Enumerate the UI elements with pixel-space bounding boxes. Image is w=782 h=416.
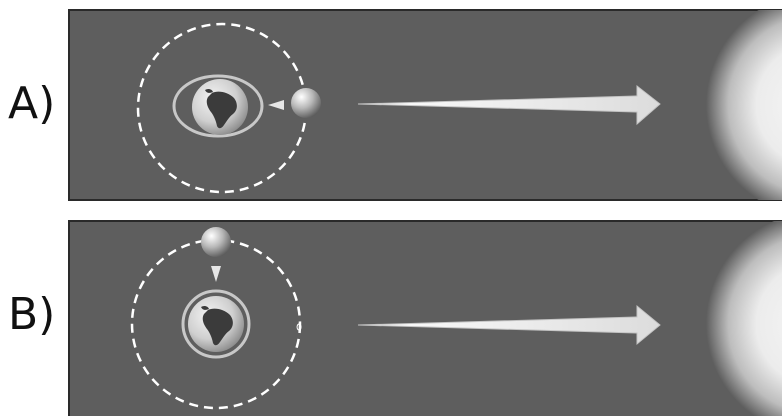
- earth-b: [188, 296, 244, 352]
- panel-b: [69, 212, 782, 416]
- earth-a: [192, 79, 248, 135]
- moon-a: [291, 88, 321, 118]
- moon-b: [201, 227, 231, 257]
- panel-a: [69, 0, 782, 217]
